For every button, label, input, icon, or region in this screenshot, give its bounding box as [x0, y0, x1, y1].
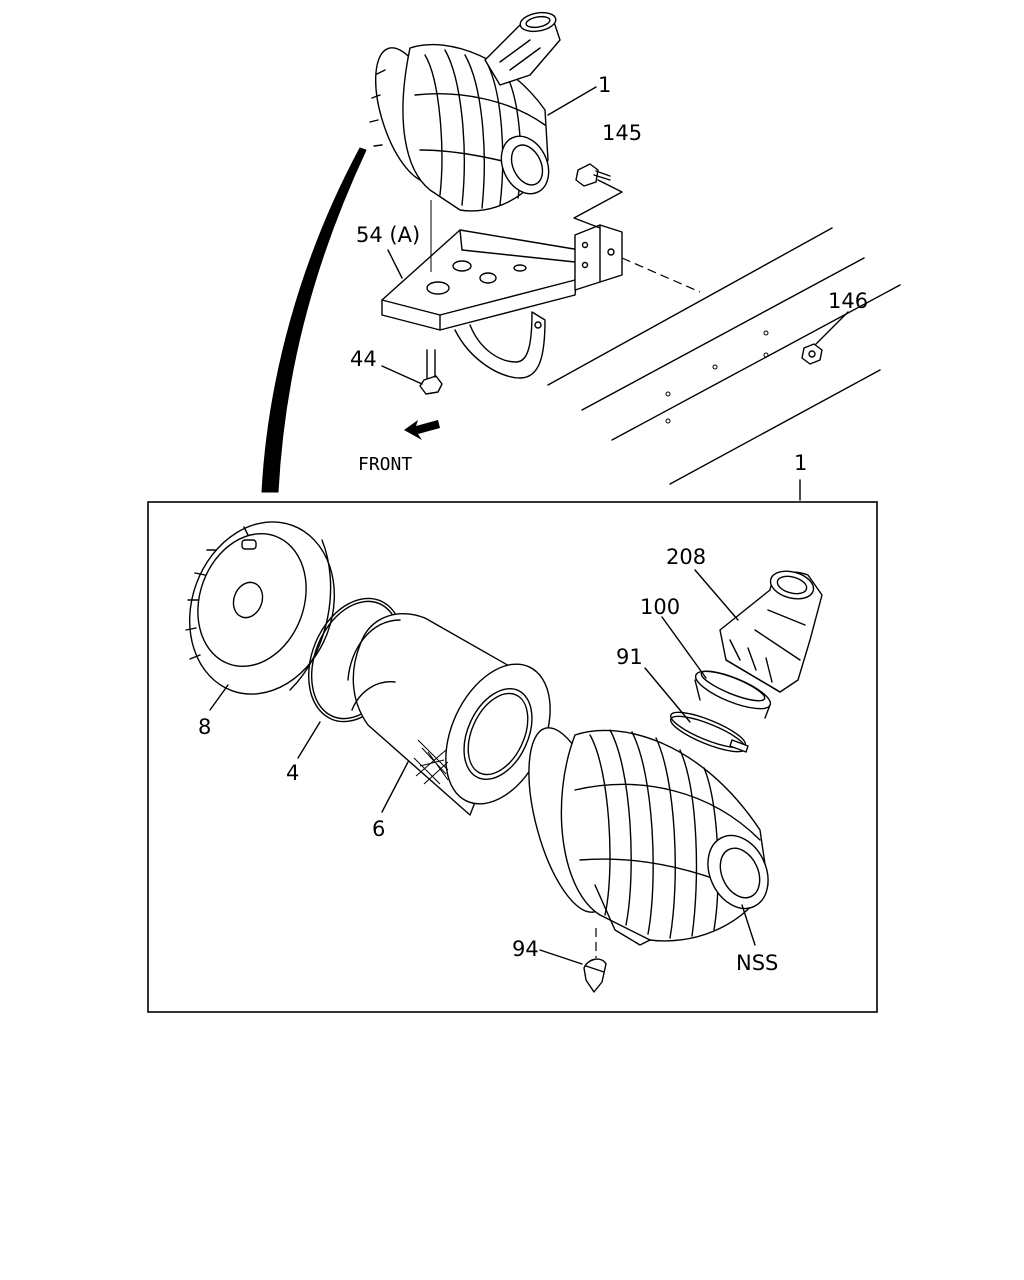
clamp-part-91	[670, 711, 749, 753]
callout-94: 94	[512, 937, 539, 961]
callout-4: 4	[286, 761, 299, 785]
callout-1-box: 1	[794, 451, 807, 475]
leader-208	[694, 569, 739, 621]
leader-54-bracket	[387, 249, 403, 279]
callout-91: 91	[616, 645, 643, 669]
detail-pointer-arrow	[261, 147, 367, 493]
leader-4	[297, 721, 321, 759]
callout-1-top: 1	[598, 73, 611, 97]
leader-94	[539, 949, 583, 965]
callout-54: 54 (A)	[356, 223, 420, 247]
leader-1-top	[547, 86, 597, 116]
leader-100	[661, 616, 707, 679]
cover-part-8	[185, 521, 336, 695]
filter-element-part-6	[347, 613, 551, 816]
leader-nss	[741, 904, 756, 946]
callout-146: 146	[828, 289, 868, 313]
callout-145: 145	[602, 121, 642, 145]
leader-44	[381, 365, 423, 385]
leader-6	[381, 761, 409, 813]
nut-146	[801, 343, 823, 365]
air-cleaner-housing-detail	[528, 727, 769, 946]
leader-145-bracket	[573, 179, 623, 229]
callout-44: 44	[350, 347, 377, 371]
gasket-part-100	[694, 670, 772, 719]
bolt-145	[575, 163, 611, 187]
front-label: FRONT	[358, 454, 412, 475]
leader-8	[209, 684, 229, 711]
callout-208: 208	[666, 545, 706, 569]
valve-part-94	[583, 958, 607, 993]
dashed-line-bracket-frame	[621, 257, 701, 293]
bolt-44	[419, 349, 443, 395]
leader-91	[644, 667, 691, 723]
callout-8: 8	[198, 715, 211, 739]
callout-nss: NSS	[736, 951, 778, 975]
air-cleaner-assembly-top	[369, 11, 561, 212]
front-direction-arrow	[404, 420, 440, 440]
exploded-detail-frame	[147, 501, 878, 1013]
leader-146	[815, 311, 849, 345]
callout-100: 100	[640, 595, 680, 619]
mounting-bracket	[381, 224, 623, 379]
chassis-frame	[547, 227, 901, 485]
inlet-hood-part-208	[719, 570, 823, 693]
callout-6: 6	[372, 817, 385, 841]
